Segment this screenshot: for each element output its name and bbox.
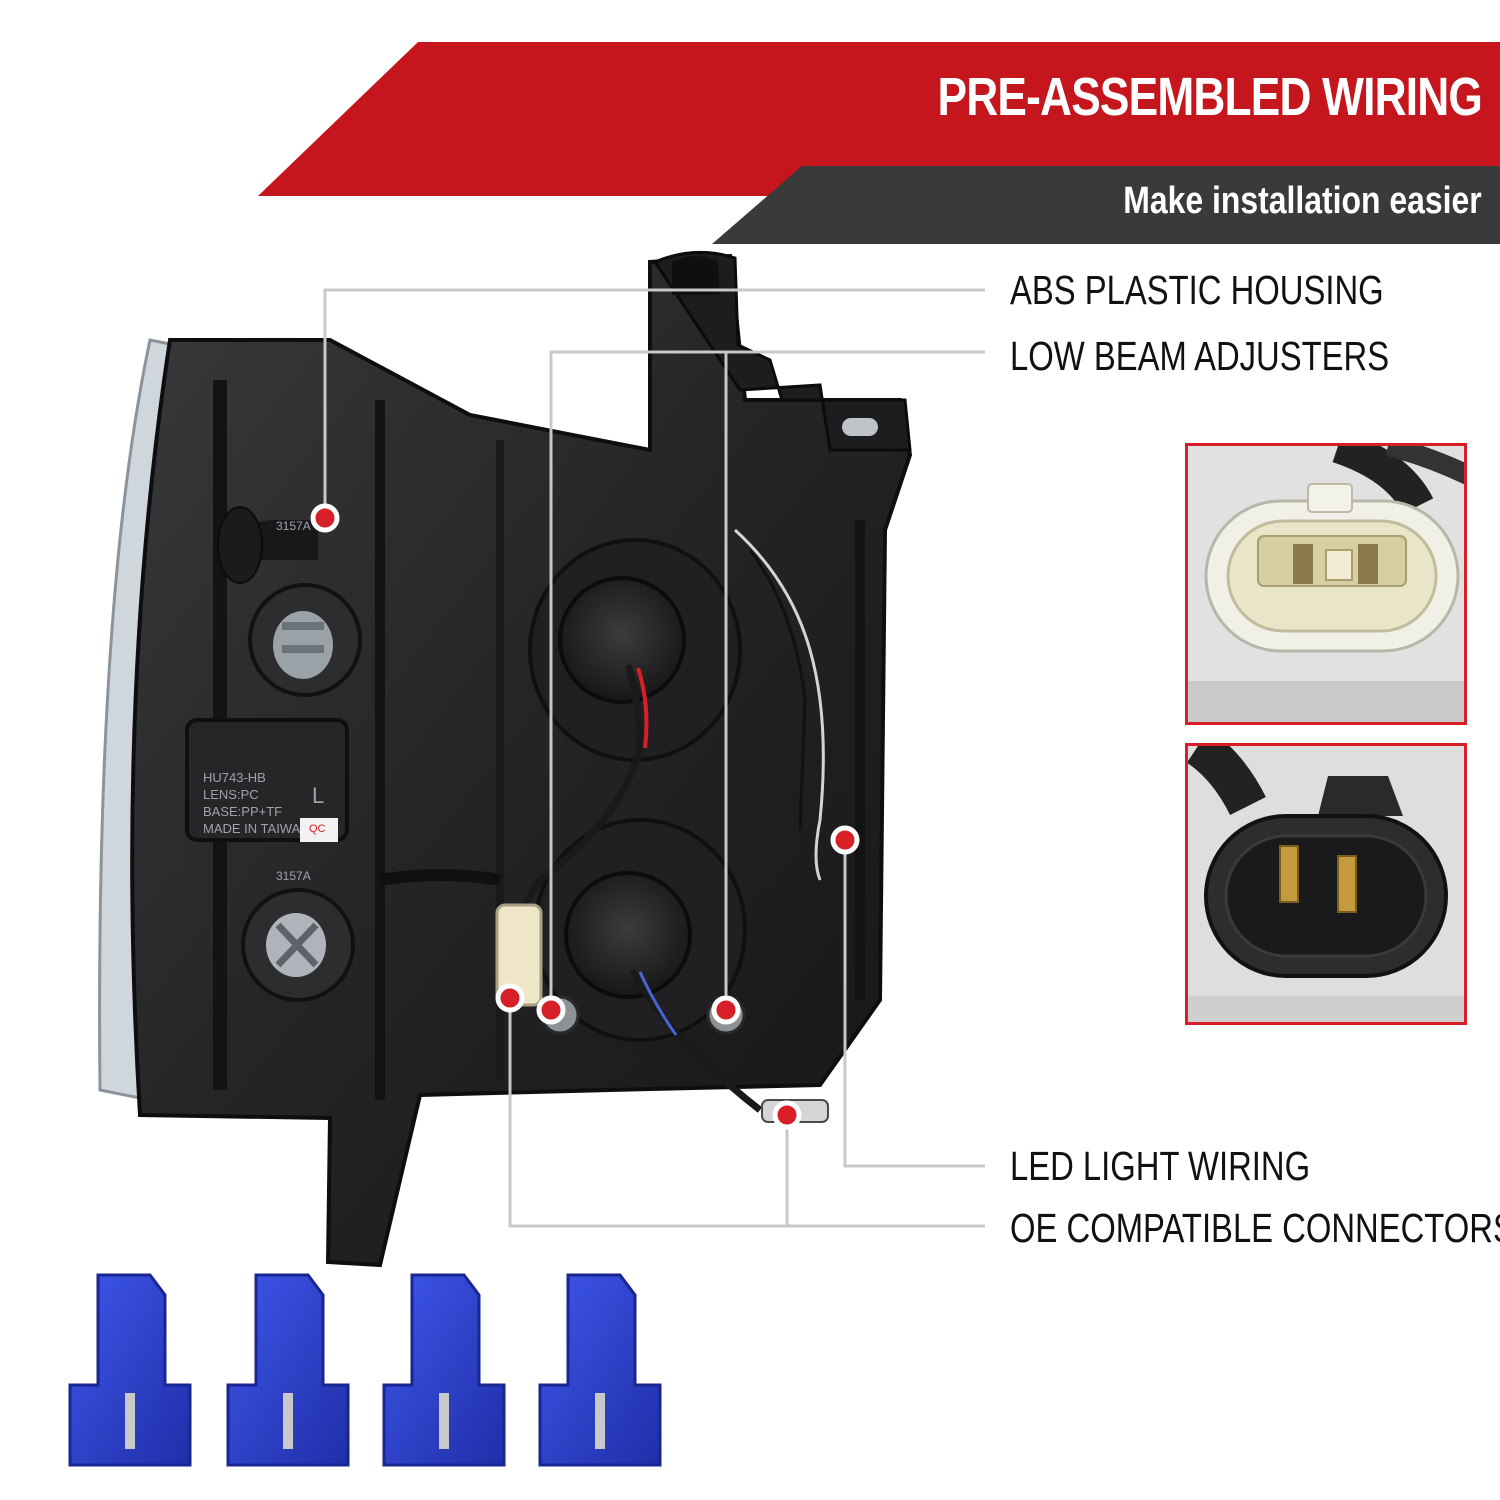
rubber-grommet (217, 506, 263, 584)
bulb-code-upper: 3157A (276, 519, 311, 533)
marker-dot (495, 983, 525, 1013)
housing-rib (379, 869, 501, 886)
wire (628, 968, 763, 1113)
label-line: BASE:PP+TF (203, 804, 282, 819)
wire-tap-connector-icon (226, 1273, 350, 1467)
female-connector-icon (1188, 446, 1464, 722)
side-marking: L (312, 783, 324, 808)
wire (748, 549, 807, 831)
bulb-code-lower: 3157A (276, 869, 311, 883)
callout-abs-plastic-housing: ABS PLASTIC HOUSING (1010, 267, 1384, 313)
marker-dot (772, 1100, 802, 1130)
banner-title: PRE-ASSEMBLED WIRING (937, 67, 1482, 127)
callout-led-light-wiring: LED LIGHT WIRING (1010, 1143, 1311, 1189)
callout-low-beam-adjusters: LOW BEAM ADJUSTERS (1010, 333, 1390, 379)
leader-abs-housing (323, 288, 985, 518)
male-connector-inset (1185, 743, 1467, 1025)
socket-detail (275, 922, 319, 968)
marker-dot (711, 995, 741, 1025)
wire-tap-connector-icon (538, 1273, 662, 1467)
leader-low-beam-1 (549, 350, 985, 1010)
leader-led-wiring (843, 842, 985, 1168)
marker-dot (536, 995, 566, 1025)
mount-slot (672, 256, 720, 295)
banner-subtitle: Make installation easier (1123, 180, 1482, 222)
socket-detail (282, 622, 324, 630)
wire-tap-connector-icon (68, 1273, 192, 1467)
mount-hole (842, 418, 878, 436)
subtitle-banner (712, 166, 1500, 244)
wire-red (636, 667, 649, 749)
callout-oe-compatible-connectors: OE COMPATIBLE CONNECTORS (1010, 1205, 1500, 1251)
high-beam-cap (558, 576, 686, 704)
wire (521, 663, 644, 907)
label-line: MADE IN TAIWAN (203, 821, 310, 836)
qc-sticker (300, 818, 338, 842)
wire-blue (638, 971, 678, 1036)
low-beam-cap (564, 871, 692, 999)
label-line: LENS:PC (203, 787, 259, 802)
label-block (185, 718, 349, 842)
socket-detail (282, 645, 324, 653)
female-connector-inset (1185, 443, 1467, 725)
marker-dot (830, 825, 860, 855)
leader-oe-connectors-1 (508, 1005, 985, 1228)
mounting-tab (652, 250, 912, 452)
wire-tap-connectors (68, 1273, 662, 1467)
marker-dot (310, 503, 340, 533)
wire-tap-connector-icon (382, 1273, 506, 1467)
qc-sticker-text: QC (309, 823, 326, 835)
wire-white (733, 528, 825, 881)
male-connector-icon (1188, 746, 1464, 1022)
label-line: HU743-HB (203, 770, 266, 785)
